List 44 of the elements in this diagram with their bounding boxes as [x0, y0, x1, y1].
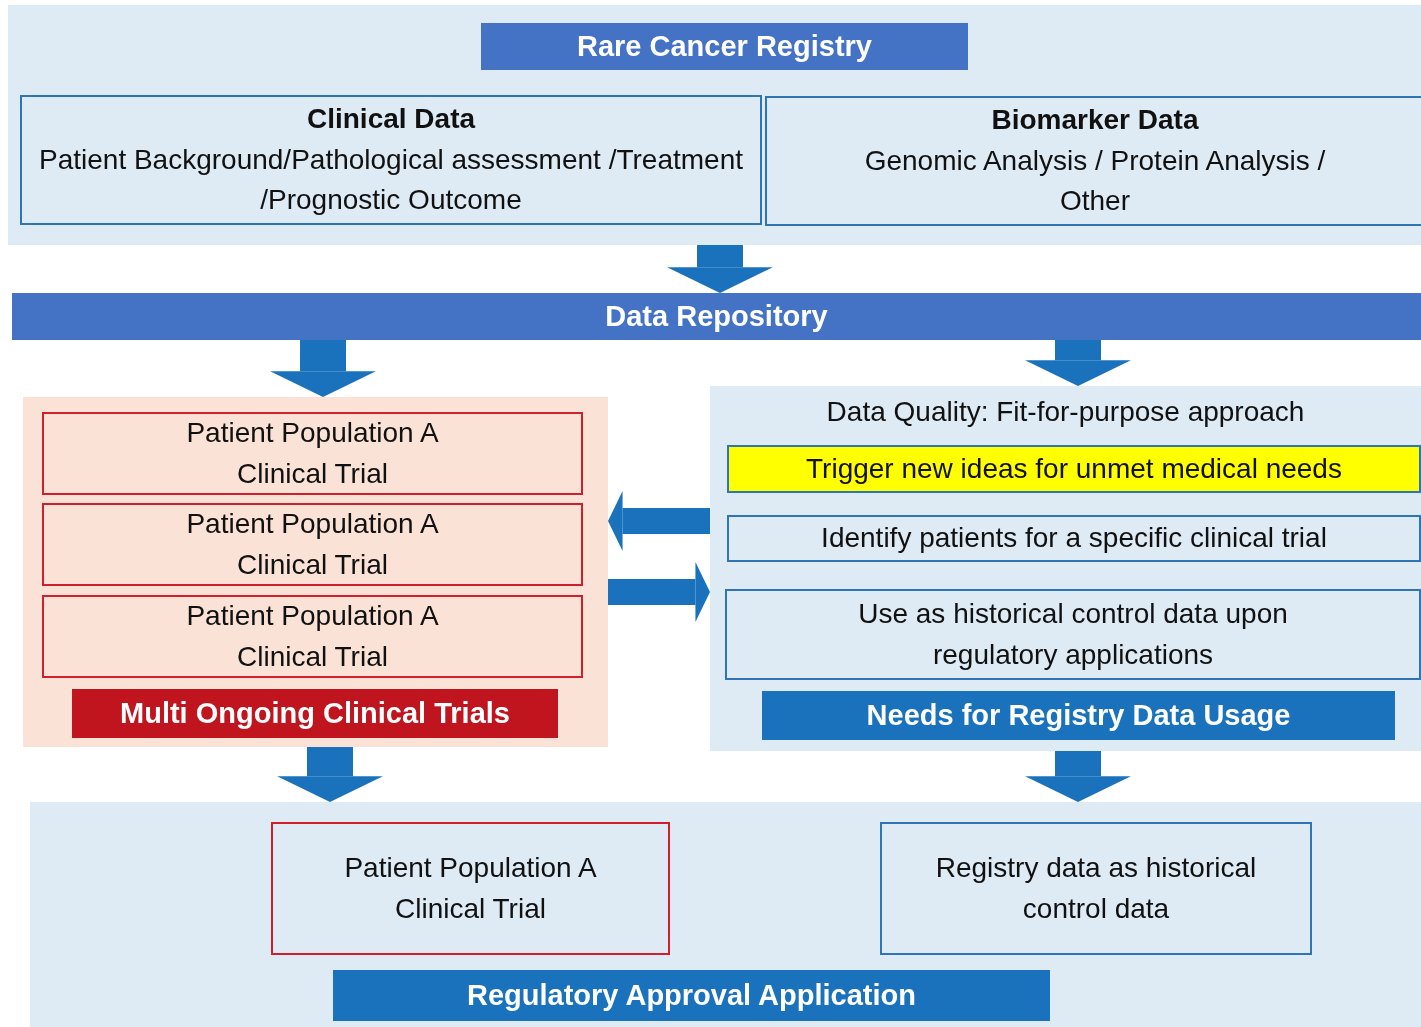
- block-arrow: [608, 562, 710, 622]
- panel-heading: Data Quality: Fit-for-purpose approach: [826, 395, 1305, 429]
- need-box: [725, 589, 1421, 680]
- box-text: Data Repository: [605, 299, 828, 335]
- box-text: Patient Background/Pathological assessment /Treatment /Prognostic Outcome: [38, 142, 744, 218]
- needs-panel: [710, 386, 1421, 751]
- box-text: Patient Population A Clinical Trial: [343, 850, 598, 926]
- box-text: Use as historical control data upon regulatory applications: [857, 596, 1289, 672]
- block-arrow: [1025, 340, 1131, 386]
- trials-panel: [23, 397, 608, 747]
- trial-box: [42, 412, 583, 495]
- title-banner: [481, 23, 968, 70]
- box-text: Genomic Analysis / Protein Analysis / Other: [863, 143, 1327, 219]
- box-text: Rare Cancer Registry: [577, 29, 872, 65]
- block-arrow: [1025, 751, 1131, 802]
- data-box: [20, 95, 762, 225]
- repository-bar: [12, 293, 1421, 340]
- trial-box: [271, 822, 670, 955]
- trial-box: [42, 595, 583, 678]
- approval-panel: [30, 802, 1421, 1027]
- box-text: Trigger new ideas for unmet medical needs: [806, 451, 1342, 486]
- panel-banner: [333, 970, 1050, 1021]
- block-arrow: [277, 747, 383, 802]
- box-text: Regulatory Approval Application: [467, 978, 916, 1014]
- box-heading: Clinical Data: [306, 102, 476, 137]
- box-text: Registry data as historical control data: [934, 850, 1258, 926]
- box-text: Multi Ongoing Clinical Trials: [120, 696, 510, 732]
- block-arrow: [608, 491, 710, 551]
- box-text: Needs for Registry Data Usage: [866, 698, 1291, 734]
- box-text: Patient Population A Clinical Trial: [185, 598, 440, 674]
- registry-panel: [8, 5, 1421, 245]
- panel-banner: [762, 691, 1395, 740]
- box-text: Patient Population A Clinical Trial: [185, 506, 440, 582]
- box-text: Identify patients for a specific clinical trial: [821, 521, 1327, 556]
- block-arrow: [270, 340, 376, 397]
- need-box: [727, 515, 1421, 562]
- need-box: [727, 445, 1421, 493]
- panel-banner: [72, 689, 558, 738]
- box-heading: Biomarker Data: [991, 103, 1199, 138]
- box-text: Patient Population A Clinical Trial: [185, 415, 440, 491]
- data-box: [765, 96, 1421, 226]
- data-box: [880, 822, 1312, 955]
- block-arrow: [667, 245, 773, 293]
- trial-box: [42, 503, 583, 586]
